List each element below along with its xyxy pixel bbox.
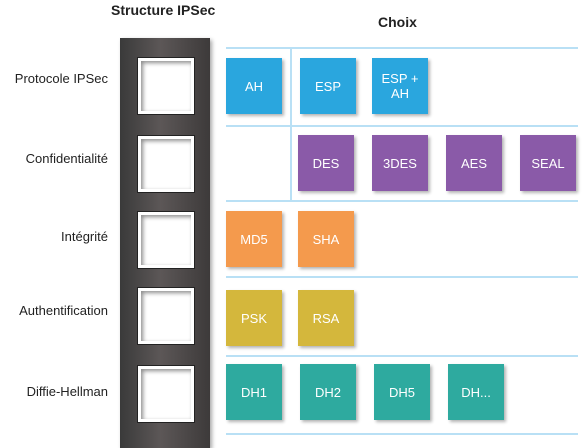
divider-line (226, 200, 578, 202)
divider-line (226, 276, 578, 278)
choice-psk[interactable]: PSK (226, 290, 282, 346)
choice-3des[interactable]: 3DES (372, 135, 428, 191)
slot-confidentiality[interactable] (138, 136, 194, 192)
choice-sha[interactable]: SHA (298, 211, 354, 267)
structure-title: Structure IPSec (111, 2, 216, 18)
choice-md5[interactable]: MD5 (226, 211, 282, 267)
row-label-protocol: Protocole IPSec (14, 71, 108, 86)
divider-line (226, 125, 578, 127)
row-label-diffie-hellman: Diffie-Hellman (26, 384, 108, 399)
choice-seal[interactable]: SEAL (520, 135, 576, 191)
choice-ah[interactable]: AH (226, 58, 282, 114)
divider-line (226, 47, 578, 49)
choices-title: Choix (378, 14, 417, 30)
row-label-authentication: Authentification (19, 303, 108, 318)
choice-rsa[interactable]: RSA (298, 290, 354, 346)
choice-dh1[interactable]: DH1 (226, 364, 282, 420)
slot-protocol[interactable] (138, 58, 194, 114)
structure-column (120, 38, 210, 448)
slot-diffie-hellman[interactable] (138, 366, 194, 422)
slot-integrity[interactable] (138, 212, 194, 268)
choice-esp-ah[interactable]: ESP + AH (372, 58, 428, 114)
row-label-confidentiality: Confidentialité (25, 151, 108, 166)
choice-esp[interactable]: ESP (300, 58, 356, 114)
divider-line (226, 355, 578, 357)
choice-dh2[interactable]: DH2 (300, 364, 356, 420)
choice-des[interactable]: DES (298, 135, 354, 191)
choice-aes[interactable]: AES (446, 135, 502, 191)
divider-line (226, 433, 578, 435)
vertical-divider (290, 48, 292, 200)
choice-dh-more[interactable]: DH... (448, 364, 504, 420)
row-label-integrity: Intégrité (61, 229, 108, 244)
choice-dh5[interactable]: DH5 (374, 364, 430, 420)
slot-authentication[interactable] (138, 288, 194, 344)
